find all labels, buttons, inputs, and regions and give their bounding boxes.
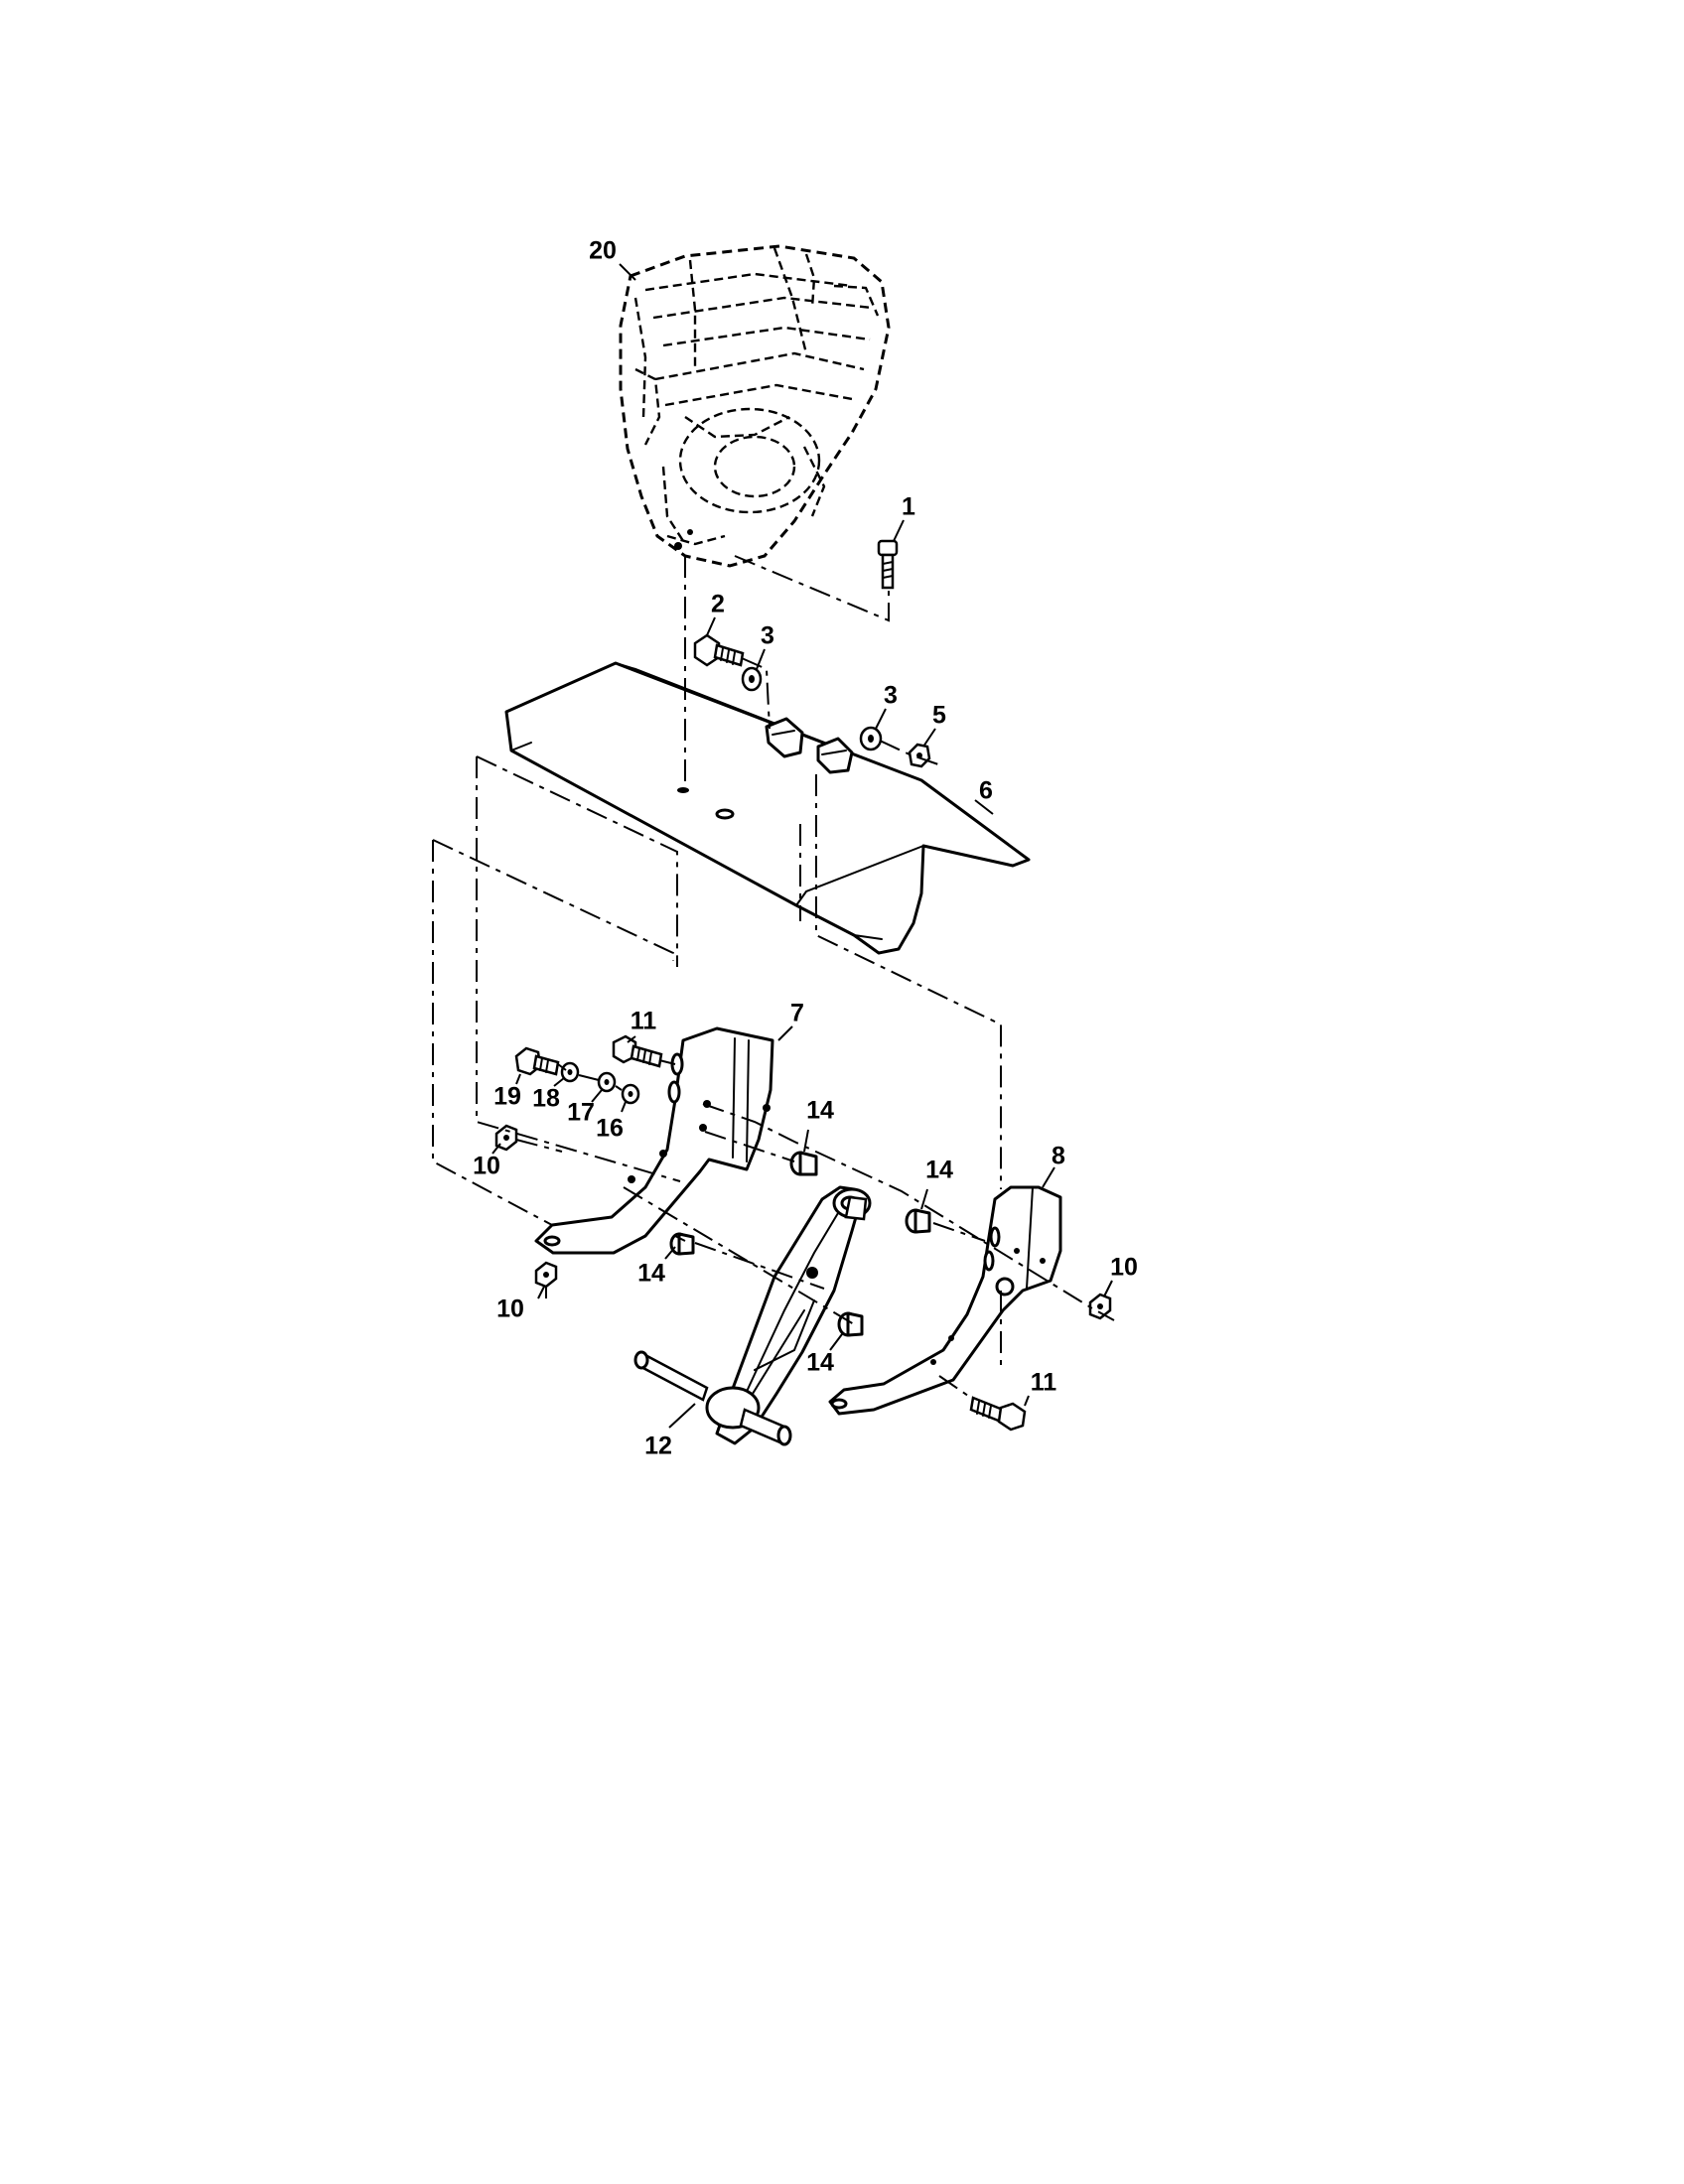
chain-case-part-12 — [633, 1185, 872, 1446]
callout-14-c: 14 — [637, 1260, 665, 1288]
washer-part-16 — [621, 1083, 640, 1105]
callout-20: 20 — [589, 237, 617, 265]
nut-part-10-upper — [494, 1124, 518, 1152]
callout-1: 1 — [902, 493, 915, 521]
callout-14-b: 14 — [925, 1157, 953, 1184]
spacer-part-14-a — [789, 1151, 818, 1176]
engine-part-20 — [619, 244, 891, 568]
callout-8: 8 — [1052, 1143, 1065, 1170]
callout-3-right: 3 — [884, 682, 898, 710]
callout-11-lower: 11 — [1031, 1369, 1057, 1397]
callout-10-upper: 10 — [473, 1153, 500, 1180]
spacer-part-14-b — [905, 1208, 931, 1234]
tine-shield-part-6 — [504, 661, 1031, 955]
callout-lines — [491, 263, 1113, 1429]
callout-12: 12 — [644, 1433, 672, 1460]
bolt-part-19 — [514, 1046, 560, 1076]
nut-part-10-lower — [534, 1261, 558, 1289]
bolt-part-11-upper — [612, 1034, 663, 1068]
callout-2: 2 — [711, 591, 725, 618]
callout-14-d: 14 — [806, 1349, 834, 1377]
washer-part-3-upper — [741, 666, 763, 692]
washer-part-18 — [560, 1061, 580, 1083]
callout-18: 18 — [532, 1085, 560, 1113]
bolt-part-2 — [693, 633, 745, 667]
callout-10-right: 10 — [1110, 1254, 1138, 1282]
washer-part-3-right — [859, 726, 883, 751]
callout-3-upper: 3 — [761, 622, 774, 650]
assembly-leader-lines — [432, 555, 1115, 1399]
callout-17: 17 — [567, 1099, 595, 1127]
bolt-part-11-lower — [969, 1396, 1027, 1432]
callout-7: 7 — [790, 1000, 804, 1027]
callout-labels: 1 2 3 3 5 6 7 8 10 10 10 11 11 12 14 14 … — [473, 237, 1138, 1460]
callout-5: 5 — [932, 702, 946, 730]
bolt-part-1 — [877, 539, 899, 590]
washer-part-17 — [597, 1071, 617, 1093]
callout-6: 6 — [979, 777, 993, 805]
spacer-part-14-c — [669, 1232, 695, 1256]
callout-11-upper: 11 — [631, 1008, 657, 1035]
callout-16: 16 — [596, 1115, 624, 1143]
callout-19: 19 — [493, 1083, 521, 1111]
callout-14-a: 14 — [806, 1097, 834, 1125]
nut-part-5 — [908, 743, 931, 768]
callout-10-lower: 10 — [496, 1296, 524, 1323]
nut-part-10-right — [1088, 1293, 1112, 1320]
